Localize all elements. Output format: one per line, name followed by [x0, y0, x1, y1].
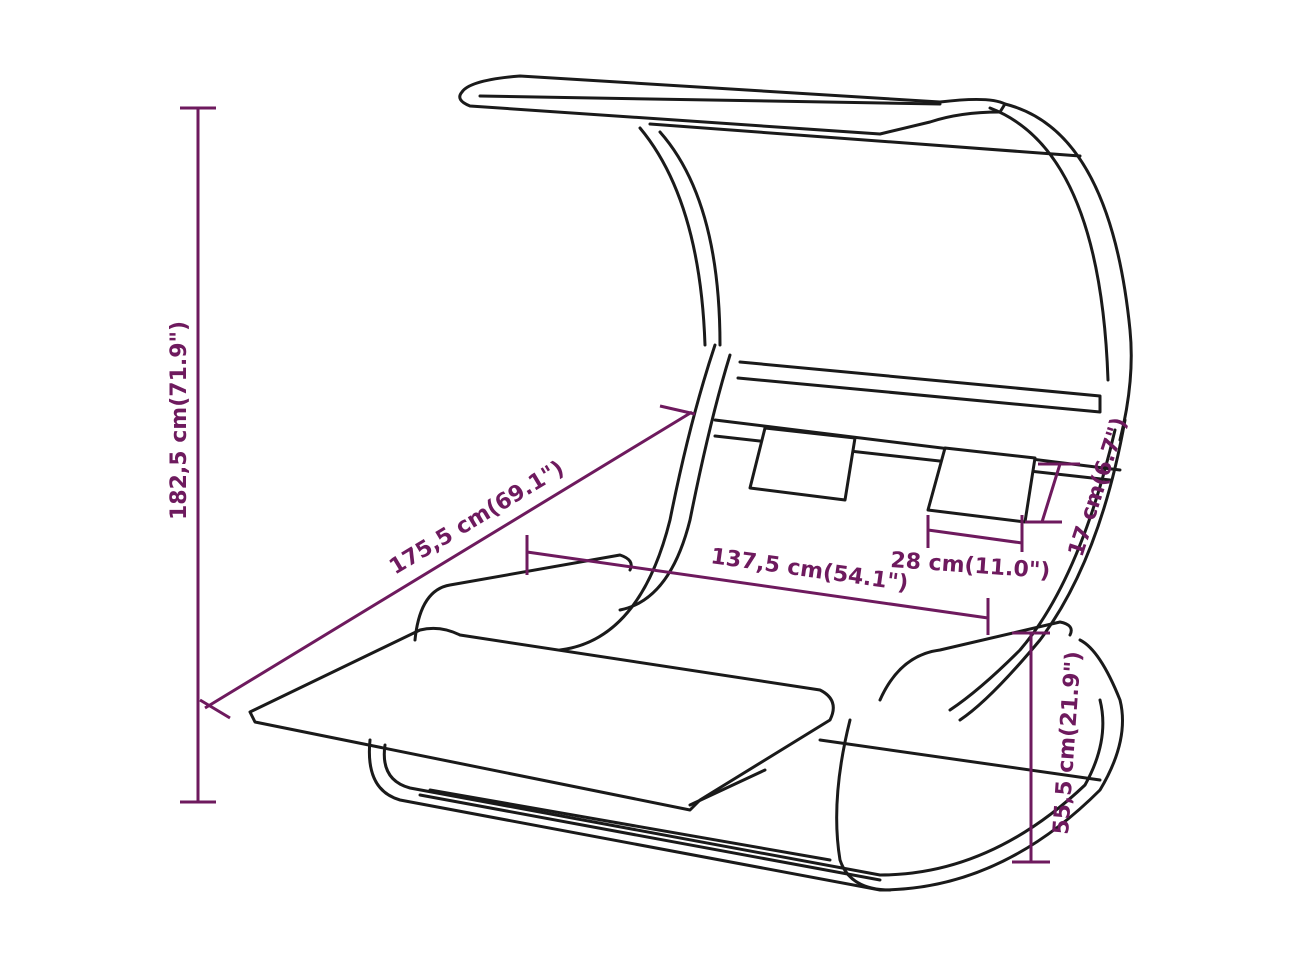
dimension-lines [180, 106, 1080, 864]
pillow-left [748, 426, 857, 502]
seat-height-dimension-line [1012, 631, 1050, 864]
height-dimension-line [180, 106, 216, 804]
pillow-right [926, 446, 1037, 524]
pillow-height-label: 17 cm(6.7") [1064, 414, 1133, 559]
inner-width-dimension-line [525, 535, 990, 635]
pillows [748, 426, 1037, 524]
pillow-width-dimension-line [926, 515, 1024, 552]
length-label: 175,5 cm(69.1") [385, 456, 569, 580]
seat-frame [248, 343, 1127, 892]
pillow-width-label: 28 cm(11.0") [890, 548, 1051, 584]
pillow-height-dimension-line [1025, 462, 1080, 524]
inner-width-label: 137,5 cm(54.1") [709, 544, 910, 596]
height-label: 182,5 cm(71.9") [167, 321, 192, 520]
length-dimension-line [199, 404, 696, 720]
canopy [458, 74, 1133, 442]
